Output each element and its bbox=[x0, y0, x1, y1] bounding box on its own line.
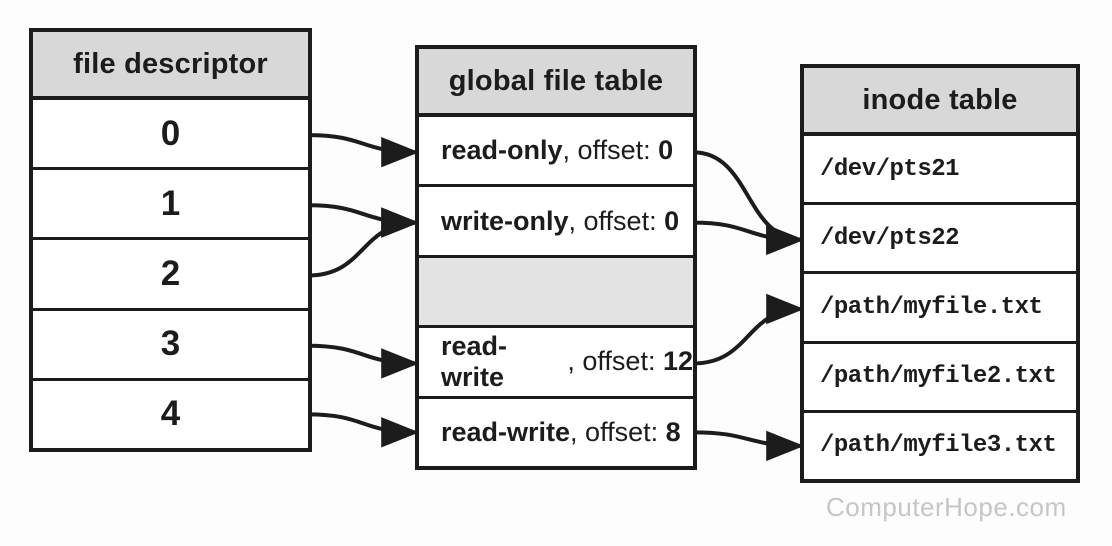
offset-value: 12 bbox=[662, 346, 693, 377]
inode-table: inode table /dev/pts21 /dev/pts22 /path/… bbox=[800, 64, 1080, 483]
gft-row-empty bbox=[419, 257, 693, 329]
global-file-table: global file table read-only, offset: 0 w… bbox=[415, 45, 697, 470]
access-mode: read-only bbox=[441, 135, 563, 166]
offset-label: , offset: bbox=[567, 346, 663, 377]
offset-label: , offset: bbox=[570, 416, 666, 447]
offset-value: 0 bbox=[658, 135, 674, 166]
inode-row-dev-pts22: /dev/pts22 bbox=[804, 205, 1076, 275]
offset-label: , offset: bbox=[562, 135, 659, 166]
access-mode: read-write bbox=[441, 330, 508, 392]
fd-row-1: 1 bbox=[33, 170, 308, 241]
gft-row-read-write-8: read-write, offset: 8 bbox=[419, 398, 693, 467]
inode-path: /dev/pts21 bbox=[820, 155, 960, 183]
gft-row-read-only: read-only, offset: 0 bbox=[419, 117, 693, 188]
fd-row-4: 4 bbox=[33, 380, 308, 449]
gft-row-write-only: write-only, offset: 0 bbox=[419, 187, 693, 258]
access-mode: write-only bbox=[441, 205, 569, 236]
offset-value: 0 bbox=[664, 205, 680, 236]
inode-path: /path/myfile2.txt bbox=[820, 363, 1057, 391]
offset-value: 8 bbox=[665, 416, 681, 447]
inode-table-header: inode table bbox=[804, 68, 1076, 136]
gft-row-read-write-12: read-write , offset: 12 bbox=[419, 328, 693, 399]
inode-path: /path/myfile.txt bbox=[820, 294, 1043, 321]
file-descriptor-table: file descriptor 0 1 2 3 4 bbox=[29, 28, 312, 452]
fd-row-label: 3 bbox=[160, 324, 181, 364]
access-mode: read-write bbox=[441, 416, 571, 447]
inode-path: /path/myfile3.txt bbox=[820, 432, 1057, 460]
fd-row-label: 1 bbox=[160, 183, 181, 223]
offset-label: , offset: bbox=[568, 205, 665, 236]
inode-row-myfile2: /path/myfile2.txt bbox=[804, 343, 1076, 413]
inode-row-myfile3: /path/myfile3.txt bbox=[804, 412, 1076, 480]
inode-row-dev-pts21: /dev/pts21 bbox=[804, 136, 1076, 206]
inode-path: /dev/pts22 bbox=[820, 224, 960, 252]
fd-row-label: 0 bbox=[160, 113, 181, 153]
fd-row-3: 3 bbox=[33, 310, 308, 381]
fd-row-label: 2 bbox=[160, 254, 181, 293]
inode-row-myfile: /path/myfile.txt bbox=[804, 274, 1076, 344]
fd-row-0: 0 bbox=[33, 100, 308, 171]
file-descriptor-table-header: file descriptor bbox=[33, 32, 308, 100]
computerhope-watermark: ComputerHope.com bbox=[826, 492, 1067, 522]
global-file-table-header: global file table bbox=[419, 49, 693, 117]
fd-row-2: 2 bbox=[33, 240, 308, 311]
fd-row-label: 4 bbox=[160, 394, 181, 434]
